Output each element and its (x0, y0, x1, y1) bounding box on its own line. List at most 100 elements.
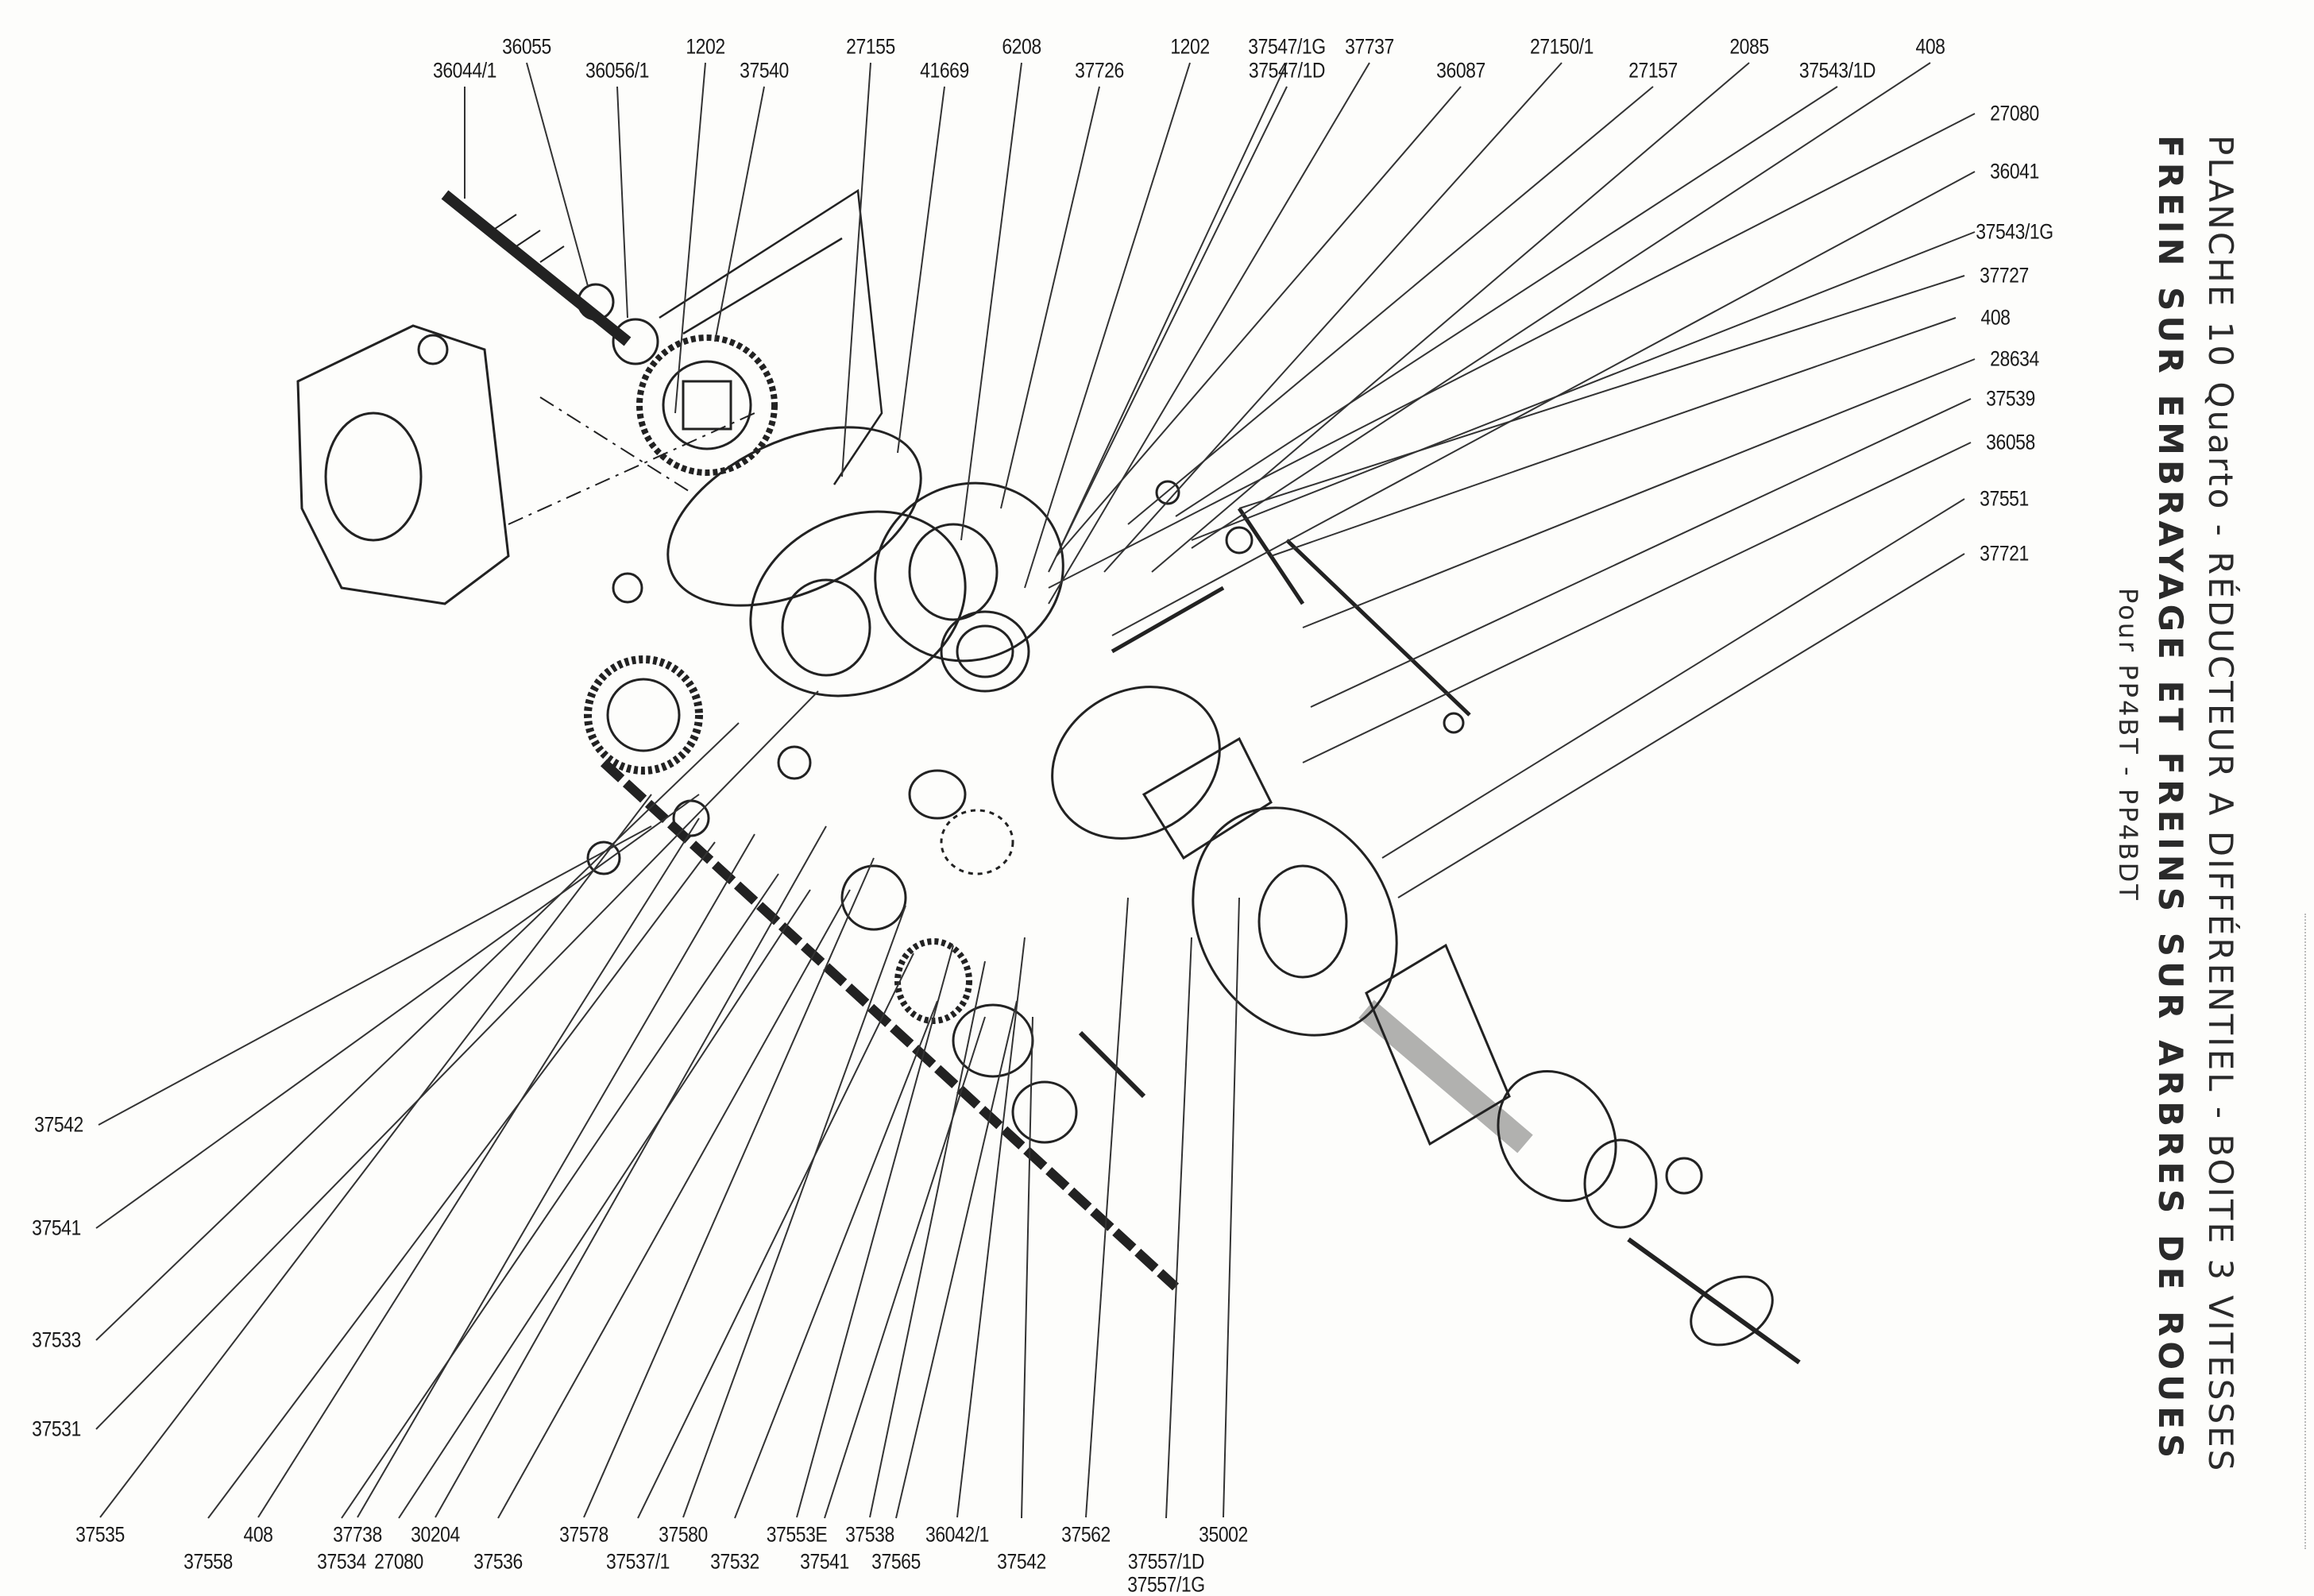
part-label-top: 2085 (1729, 34, 1769, 59)
bolt (1078, 1030, 1146, 1099)
leader-lines (95, 62, 1976, 1519)
sheet-model-note: Pour PP4BT - PP4BDT (2113, 588, 2143, 902)
part-label-bottom: 35002 (1199, 1522, 1248, 1547)
main-gear (636, 334, 778, 476)
housing-boss (417, 334, 449, 365)
part-label-top: 37543/1D (1798, 58, 1876, 83)
housing-bore (324, 412, 423, 542)
part-label-bottom: 37578 (559, 1522, 608, 1547)
leader-line (1021, 1016, 1033, 1519)
brake-shoe (1051, 686, 1221, 840)
sheet-title-block: PLANCHE 10 Quarto - RÉDUCTEUR A DIFFÉREN… (2113, 135, 2240, 1533)
brake-cam (1142, 736, 1273, 860)
leader-line (1056, 86, 1462, 557)
leader-line (526, 62, 589, 287)
part-label-right: 408 (1980, 305, 2011, 330)
leader-line (1270, 317, 1957, 557)
part-label-right: 28634 (1990, 346, 2039, 371)
bearing-ring (940, 610, 1030, 693)
part-label-right: 37727 (1980, 263, 2029, 288)
hub-flange (1497, 1069, 1617, 1203)
part-label-bottom: 37557/1G (1127, 1572, 1205, 1596)
leader-line (1302, 442, 1972, 763)
leader-line (497, 889, 851, 1519)
leader-line (841, 62, 871, 477)
flange (749, 510, 967, 698)
part-label-bottom: 37538 (845, 1522, 894, 1547)
leader-line (1381, 498, 1965, 859)
part-label-left: 37531 (32, 1416, 81, 1441)
leader-line (616, 86, 628, 319)
part-label-top: 36055 (502, 34, 551, 59)
leader-line (714, 86, 765, 342)
leader-line (98, 825, 652, 1126)
leader-line (734, 1000, 938, 1519)
leader-line (95, 690, 819, 1430)
leader-line (956, 937, 1026, 1518)
brake-drum-wheel (1192, 806, 1398, 1037)
leader-line (95, 794, 700, 1229)
part-label-top: 27155 (846, 34, 895, 59)
leader-line (1048, 62, 1370, 605)
assembly-parts (296, 188, 1801, 1365)
part-label-right: 36058 (1986, 430, 2035, 454)
brake-drum (874, 481, 1064, 663)
circlip (586, 841, 621, 875)
part-label-top: 36087 (1436, 58, 1485, 83)
part-label-bottom: 37562 (1061, 1522, 1111, 1547)
part-label-bottom: 37542 (997, 1549, 1046, 1574)
nut (1665, 1157, 1703, 1195)
leader-line (796, 945, 954, 1518)
leader-line (1103, 62, 1563, 573)
gearbox-housing (296, 324, 510, 605)
leader-line (583, 857, 875, 1518)
part-label-top: 37737 (1345, 34, 1394, 59)
planet-gear (894, 938, 972, 1024)
part-label-top: 1202 (1170, 34, 1210, 59)
leader-line (1310, 398, 1972, 708)
pinion (777, 745, 812, 780)
part-label-top: 41669 (920, 58, 969, 83)
part-label-left: 37533 (32, 1327, 81, 1352)
gasket-plate (666, 426, 922, 607)
leader-line (1191, 231, 1976, 541)
leader-line (1175, 86, 1838, 517)
leader-line (674, 62, 706, 414)
bearing (612, 318, 659, 365)
page-edge (2304, 914, 2308, 1549)
leader-line (1085, 897, 1129, 1518)
leader-line (99, 794, 652, 1518)
part-label-top: 6208 (1002, 34, 1041, 59)
part-label-top: 37540 (740, 58, 789, 83)
leader-line (435, 825, 827, 1518)
seal-ring (940, 809, 1014, 875)
part-label-right: 37551 (1980, 486, 2029, 511)
part-label-bottom: 30204 (411, 1522, 460, 1547)
part-label-left: 37542 (34, 1112, 83, 1137)
leader-line (1238, 275, 1965, 509)
leader-line (682, 905, 906, 1518)
support-frame (659, 188, 883, 485)
leader-line (895, 1000, 1018, 1519)
part-label-top: 37726 (1075, 58, 1124, 83)
wheel-hub (1365, 943, 1511, 1146)
part-label-bottom: 37532 (710, 1549, 759, 1574)
part-label-left: 37541 (32, 1215, 81, 1240)
part-label-top: 37547/1D (1248, 58, 1326, 83)
part-label-bottom: 37580 (659, 1522, 708, 1547)
leader-line (1397, 553, 1965, 898)
part-label-bottom: 37541 (800, 1549, 849, 1574)
hub-flange (1583, 1138, 1658, 1229)
leader-line (1024, 62, 1191, 589)
leader-line (1048, 113, 1976, 589)
leader-line (960, 62, 1022, 541)
leader-line (1151, 62, 1750, 573)
bearing (577, 283, 615, 321)
sheet-title: PLANCHE 10 Quarto - RÉDUCTEUR A DIFFÉREN… (2201, 135, 2240, 1474)
leader-line (341, 873, 779, 1519)
part-label-top: 408 (1915, 34, 1945, 59)
leader-line (1191, 62, 1931, 549)
bearing (840, 864, 907, 931)
